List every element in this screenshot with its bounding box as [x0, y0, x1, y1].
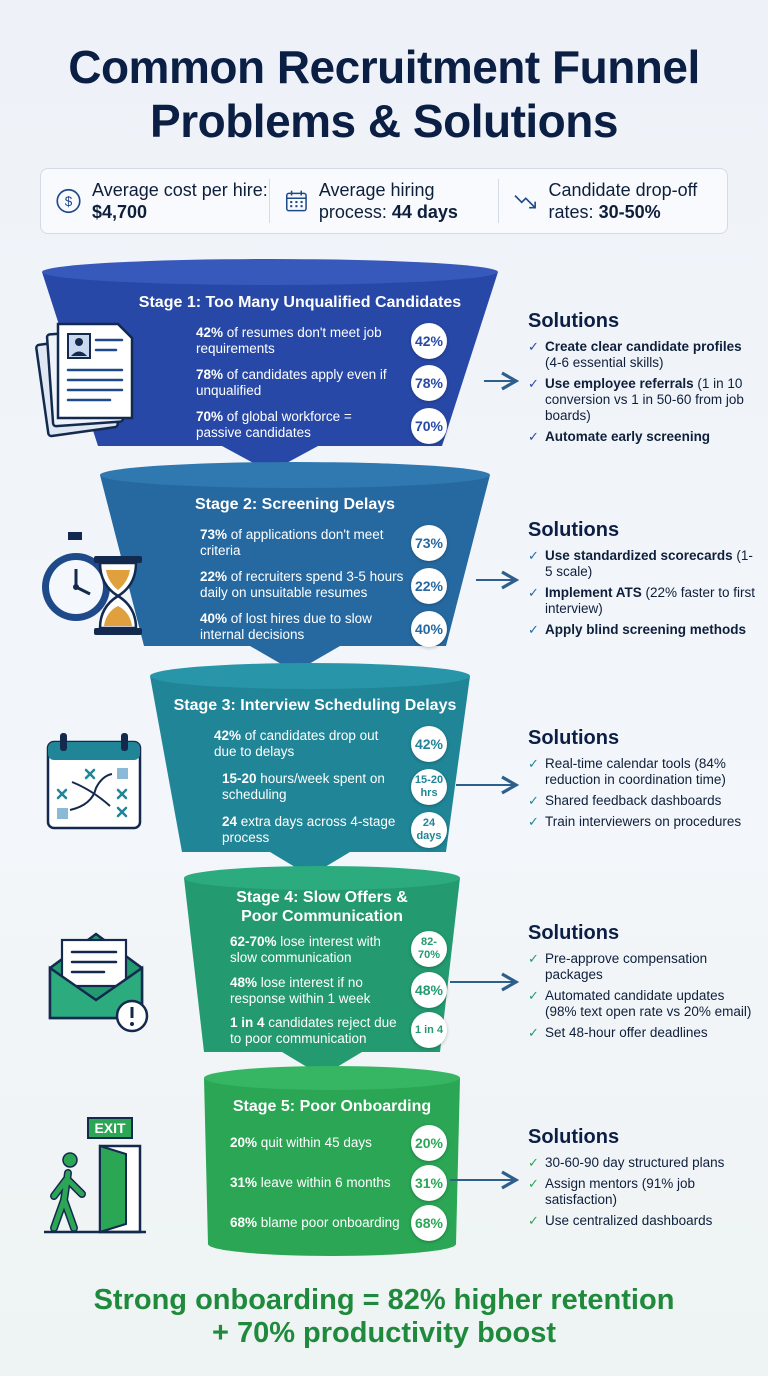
stage-4-solution-2: ✓Automated candidate updates (98% text o… — [528, 988, 752, 1019]
stage-3-solution-2: ✓Shared feedback dashboards — [528, 793, 722, 808]
stage-1-item-1: 42% of resumes don't meet job requiremen… — [196, 325, 382, 356]
stage-1-badge-1: 42% — [411, 323, 447, 359]
stage-1-badge-3: 70% — [411, 408, 447, 444]
check-icon: ✓ — [528, 793, 539, 808]
stage-1-badge-2: 78% — [411, 365, 447, 401]
stage-3-badge-1: 42% — [411, 726, 447, 762]
footer-line-1: Strong onboarding = 82% higher retention — [93, 1284, 675, 1316]
stage-2-item-2: 22% of recruiters spend 3-5 hours daily … — [200, 569, 404, 600]
stage-1-solutions: Solutions ✓Create clear candidate profil… — [528, 310, 758, 450]
stage-4-solutions-heading: Solutions — [528, 922, 620, 944]
check-icon: ✓ — [528, 585, 539, 600]
stage-4-solution-1: ✓Pre-approve compensation packages — [528, 951, 708, 982]
stage-3-solution-3: ✓Train interviewers on procedures — [528, 814, 742, 829]
stat-dropoff-text: Candidate drop-off rates: 30-50% — [548, 180, 698, 222]
dollar-icon: $ — [56, 188, 81, 214]
title-line-1: Common Recruitment Funnel — [68, 41, 700, 93]
stage-3-item-2: 15-20 hours/week spent on scheduling — [222, 771, 385, 802]
stage-3-title: Stage 3: Interview Scheduling Delays — [173, 697, 457, 714]
stat-dropoff: Candidate drop-off rates: 30-50% — [499, 179, 727, 223]
stage-5-badge-3: 68% — [411, 1205, 447, 1241]
stage-5-title: Stage 5: Poor Onboarding — [232, 1098, 432, 1115]
check-icon: ✓ — [528, 1213, 539, 1228]
footer-summary: Strong onboarding = 82% higher retention… — [0, 1284, 768, 1350]
stage-2-solution-2: ✓Implement ATS (22% faster to first inte… — [528, 585, 756, 616]
stage-3-solutions-heading: Solutions — [528, 727, 620, 749]
stage-3-badge-3: 24 days — [411, 812, 447, 848]
stage-2-badge-2: 22% — [411, 568, 447, 604]
stage-4-solutions: Solutions ✓Pre-approve compensation pack… — [528, 922, 758, 1046]
check-icon: ✓ — [528, 339, 539, 354]
check-icon: ✓ — [528, 1025, 539, 1040]
stage-2-solution-1: ✓Use standardized scorecards (1-5 scale) — [528, 548, 753, 579]
check-icon: ✓ — [528, 951, 539, 966]
stage-4-item-1: 62-70% lose interest with slow communica… — [230, 934, 381, 965]
exit-door-icon: EXIT — [44, 1117, 146, 1234]
check-icon: ✓ — [528, 429, 539, 444]
calendar-icon — [286, 190, 307, 212]
stage-4-badge-2: 48% — [411, 972, 447, 1008]
page-title: Common Recruitment Funnel Problems & Sol… — [0, 40, 768, 148]
stage-5-item-1: 20% quit within 45 days — [230, 1135, 372, 1150]
stage-4-item-3: 1 in 4 candidates reject due to poor com… — [230, 1015, 397, 1046]
stage-5-solution-3: ✓Use centralized dashboards — [528, 1213, 713, 1228]
stage-5-item-3: 68% blame poor onboarding — [230, 1215, 400, 1230]
check-icon: ✓ — [528, 988, 539, 1003]
trend-down-icon — [514, 195, 536, 209]
stage-4-badge-3: 1 in 4 — [411, 1012, 447, 1048]
check-icon: ✓ — [528, 1155, 539, 1170]
check-icon: ✓ — [528, 1176, 539, 1191]
stat-cost-text: Average cost per hire: $4,700 — [92, 180, 268, 222]
stage-1-solutions-heading: Solutions — [528, 310, 620, 332]
stat-duration: Average hiring process: 44 days — [270, 179, 499, 223]
stage-3-item-3: 24 extra days across 4-stage process — [222, 814, 396, 845]
resume-icon — [35, 322, 134, 438]
stage-1-item-3: 70% of global workforce = passive candid… — [196, 409, 352, 440]
svg-text:$: $ — [65, 194, 73, 209]
stat-cost: $ Average cost per hire: $4,700 — [41, 179, 270, 223]
stage-4-title: Stage 4: Slow Offers & Poor Communicatio… — [236, 889, 408, 925]
stage-2-solution-3: ✓Apply blind screening methods — [528, 622, 747, 637]
calendar-schedule-icon — [46, 733, 142, 830]
stage-1-item-2: 78% of candidates apply even if unqualif… — [196, 367, 387, 398]
funnel-graphic: EXIT — [35, 259, 520, 1256]
stage-4-item-2: 48% lose interest if no response within … — [230, 975, 371, 1006]
stage-5-solutions-heading: Solutions — [528, 1126, 620, 1148]
stage-1-solution-1: ✓Create clear candidate profiles (4-6 es… — [528, 339, 742, 370]
stat-duration-text: Average hiring process: 44 days — [318, 180, 458, 222]
exit-sign-label: EXIT — [94, 1120, 126, 1136]
stage-3-badge-2: 15-20 hrs — [411, 769, 447, 805]
stage-2-item-1: 73% of applications don't meet criteria — [200, 527, 384, 558]
stage-5-item-2: 31% leave within 6 months — [230, 1175, 391, 1190]
stats-bar: $ Average cost per hire: $4,700 Average … — [40, 168, 728, 234]
stage-4-badge-1: 82-70% — [411, 931, 447, 967]
stage-1-solution-3: ✓Automate early screening — [528, 429, 711, 444]
check-icon: ✓ — [528, 376, 539, 391]
stage-2-item-3: 40% of lost hires due to slow internal d… — [200, 611, 372, 642]
footer-line-2: + 70% productivity boost — [211, 1317, 557, 1349]
stage-5-solution-1: ✓30-60-90 day structured plans — [528, 1155, 725, 1170]
check-icon: ✓ — [528, 622, 539, 637]
title-line-2: Problems & Solutions — [150, 95, 618, 147]
stage-2-badge-1: 73% — [411, 525, 447, 561]
stage-5-badge-2: 31% — [411, 1165, 447, 1201]
stage-3-solution-1: ✓Real-time calendar tools (84% reduction… — [528, 756, 726, 787]
email-alert-icon — [48, 932, 149, 1033]
stage-3-solutions: Solutions ✓Real-time calendar tools (84%… — [528, 727, 758, 835]
stage-2-solutions-heading: Solutions — [528, 519, 620, 541]
stage-4-solution-3: ✓Set 48-hour offer deadlines — [528, 1025, 708, 1040]
stage-5-badge-1: 20% — [411, 1125, 447, 1161]
stage-2-title: Stage 2: Screening Delays — [194, 496, 396, 513]
stage-1-solution-2: ✓Use employee referrals (1 in 10 convers… — [528, 376, 744, 423]
check-icon: ✓ — [528, 814, 539, 829]
stage-1-title: Stage 1: Too Many Unqualified Candidates — [138, 294, 462, 311]
check-icon: ✓ — [528, 756, 539, 771]
stage-2-badge-3: 40% — [411, 611, 447, 647]
stage-2-solutions: Solutions ✓Use standardized scorecards (… — [528, 519, 758, 643]
stage-5-solutions: Solutions ✓30-60-90 day structured plans… — [528, 1126, 758, 1234]
stopwatch-hourglass-icon — [42, 532, 142, 635]
stage-5-solution-2: ✓Assign mentors (91% job satisfaction) — [528, 1176, 696, 1207]
stage-3-item-1: 42% of candidates drop out due to delays — [214, 728, 379, 759]
check-icon: ✓ — [528, 548, 539, 563]
